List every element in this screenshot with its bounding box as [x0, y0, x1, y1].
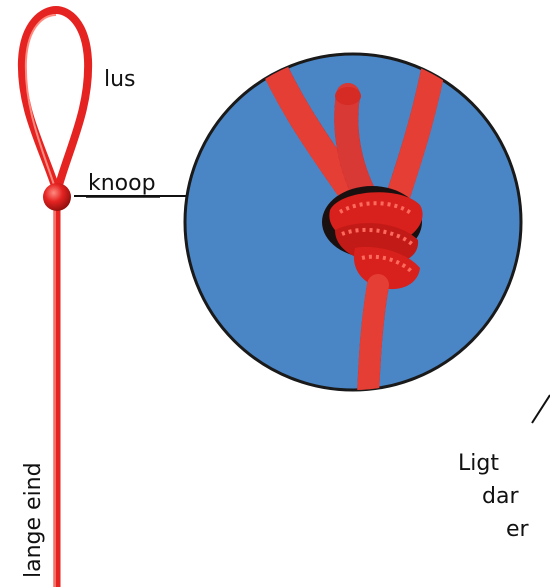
long-end-label: lange eind	[21, 462, 46, 578]
note-line-3: er	[506, 517, 530, 542]
note-line-1: Ligt	[458, 451, 499, 476]
note-leader-line	[532, 395, 550, 423]
rope-loop-highlight	[26, 15, 56, 188]
knot-ball-icon	[43, 183, 71, 211]
loop-label: lus	[104, 67, 136, 92]
note-line-2: dar	[482, 484, 519, 509]
knot-label: knoop	[88, 171, 156, 196]
detail-circle	[185, 30, 521, 395]
rope-tail-tip	[335, 87, 361, 105]
rope-loop	[22, 10, 88, 192]
